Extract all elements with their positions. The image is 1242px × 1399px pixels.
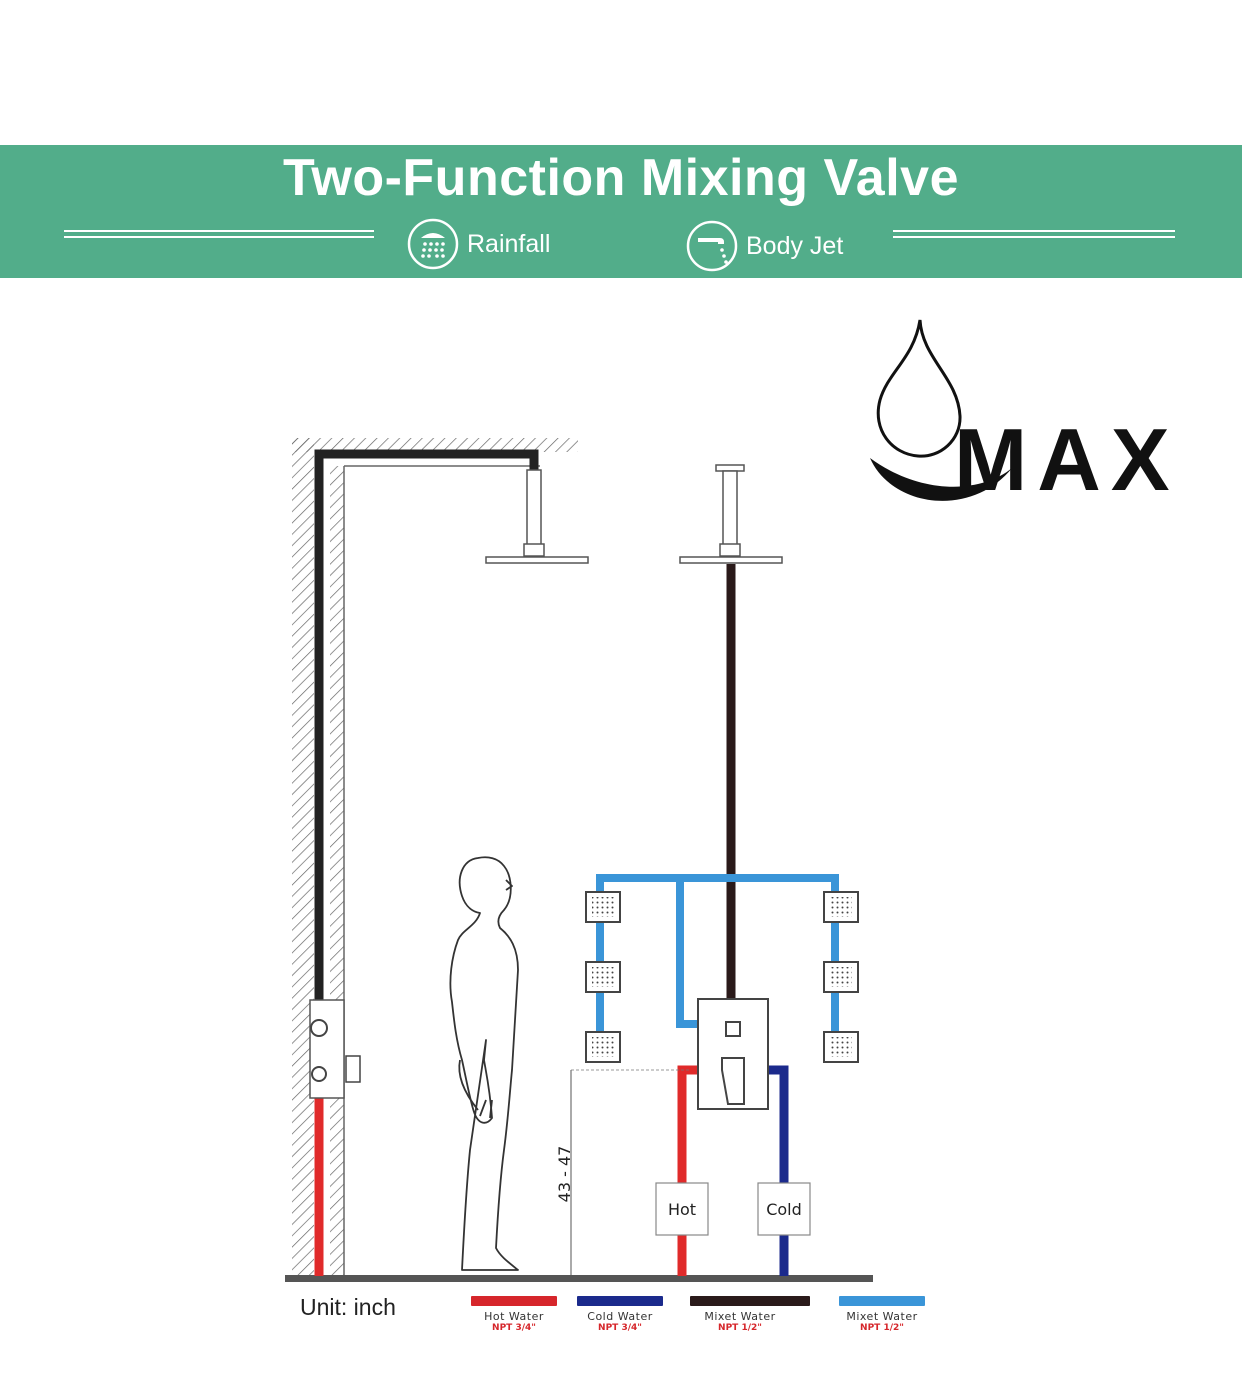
side-shower-arm: [526, 469, 542, 547]
side-mixed-pipe: [314, 449, 539, 1012]
legend-hot-swatch: [471, 1296, 557, 1306]
legend-mixed-dark-label: Mixet Water: [704, 1310, 776, 1323]
diverter-knob: [725, 1021, 741, 1037]
front-rainfall-head: [679, 556, 783, 564]
body-jet-left-3: [585, 1031, 621, 1063]
height-dimension-label: 43 - 47: [555, 1146, 574, 1203]
body-jet-icon: [686, 220, 738, 272]
rainfall-shower-icon: [407, 218, 459, 270]
header-banner: [0, 145, 1242, 278]
legend-mixed-blue-size: NPT 1/2": [860, 1323, 904, 1333]
cold-label-box: [757, 1182, 811, 1236]
logo-swoosh: [870, 458, 1012, 501]
floor-line: [285, 1275, 873, 1282]
legend-hot-label: Hot Water: [484, 1310, 544, 1323]
side-valve-body: [309, 999, 345, 1099]
legend-mixed-blue-swatch: [839, 1296, 925, 1306]
body-jet-label: Body Jet: [746, 231, 844, 260]
legend-cold-label: Cold Water: [587, 1310, 653, 1323]
unit-label: Unit: inch: [300, 1294, 396, 1320]
header-rule-left: [64, 230, 374, 238]
logo-text: MAX: [954, 410, 1172, 509]
mixing-valve-handle: [721, 1057, 745, 1105]
rainfall-label: Rainfall: [467, 229, 551, 258]
water-drop-icon: [876, 319, 962, 458]
brand-logo: MAX: [870, 319, 1172, 509]
body-jets: [585, 891, 859, 1063]
hot-label: Hot: [668, 1200, 696, 1219]
side-rainfall-head: [485, 556, 589, 564]
hot-label-box: [655, 1182, 709, 1236]
wall-inner: [330, 466, 344, 1276]
legend-mixed-dark-swatch: [690, 1296, 810, 1306]
body-jet-right-1: [823, 891, 859, 923]
body-jet-right-2: [823, 961, 859, 993]
page-title: Two-Function Mixing Valve: [282, 149, 959, 207]
legend-mixed-dark-size: NPT 1/2": [718, 1323, 762, 1333]
ceiling-hatch: [292, 438, 578, 452]
wall-hatch: [292, 438, 314, 1278]
front-ceiling-flange: [715, 464, 745, 472]
legend-mixed-water-dark: Mixet Water NPT 1/2": [690, 1296, 810, 1334]
header-rule-right: [893, 230, 1175, 238]
cold-label: Cold: [766, 1200, 802, 1219]
body-jet-function: Body Jet: [686, 220, 843, 272]
legend-hot-water: Hot Water NPT 3/4": [464, 1296, 564, 1334]
legend-mixed-water-blue: Mixet Water NPT 1/2": [832, 1296, 932, 1334]
body-jet-left-1: [585, 891, 621, 923]
body-jet-right-3: [823, 1031, 859, 1063]
legend-hot-size: NPT 3/4": [492, 1323, 536, 1333]
rainfall-function: Rainfall: [407, 218, 550, 270]
legend-cold-swatch: [577, 1296, 663, 1306]
legend-mixed-blue-label: Mixet Water: [846, 1310, 918, 1323]
legend-cold-size: NPT 3/4": [598, 1323, 642, 1333]
body-jet-left-2: [585, 961, 621, 993]
legend-cold-water: Cold Water NPT 3/4": [570, 1296, 670, 1334]
person-figure: [449, 856, 519, 1271]
body-jet-piping: [596, 874, 839, 1042]
